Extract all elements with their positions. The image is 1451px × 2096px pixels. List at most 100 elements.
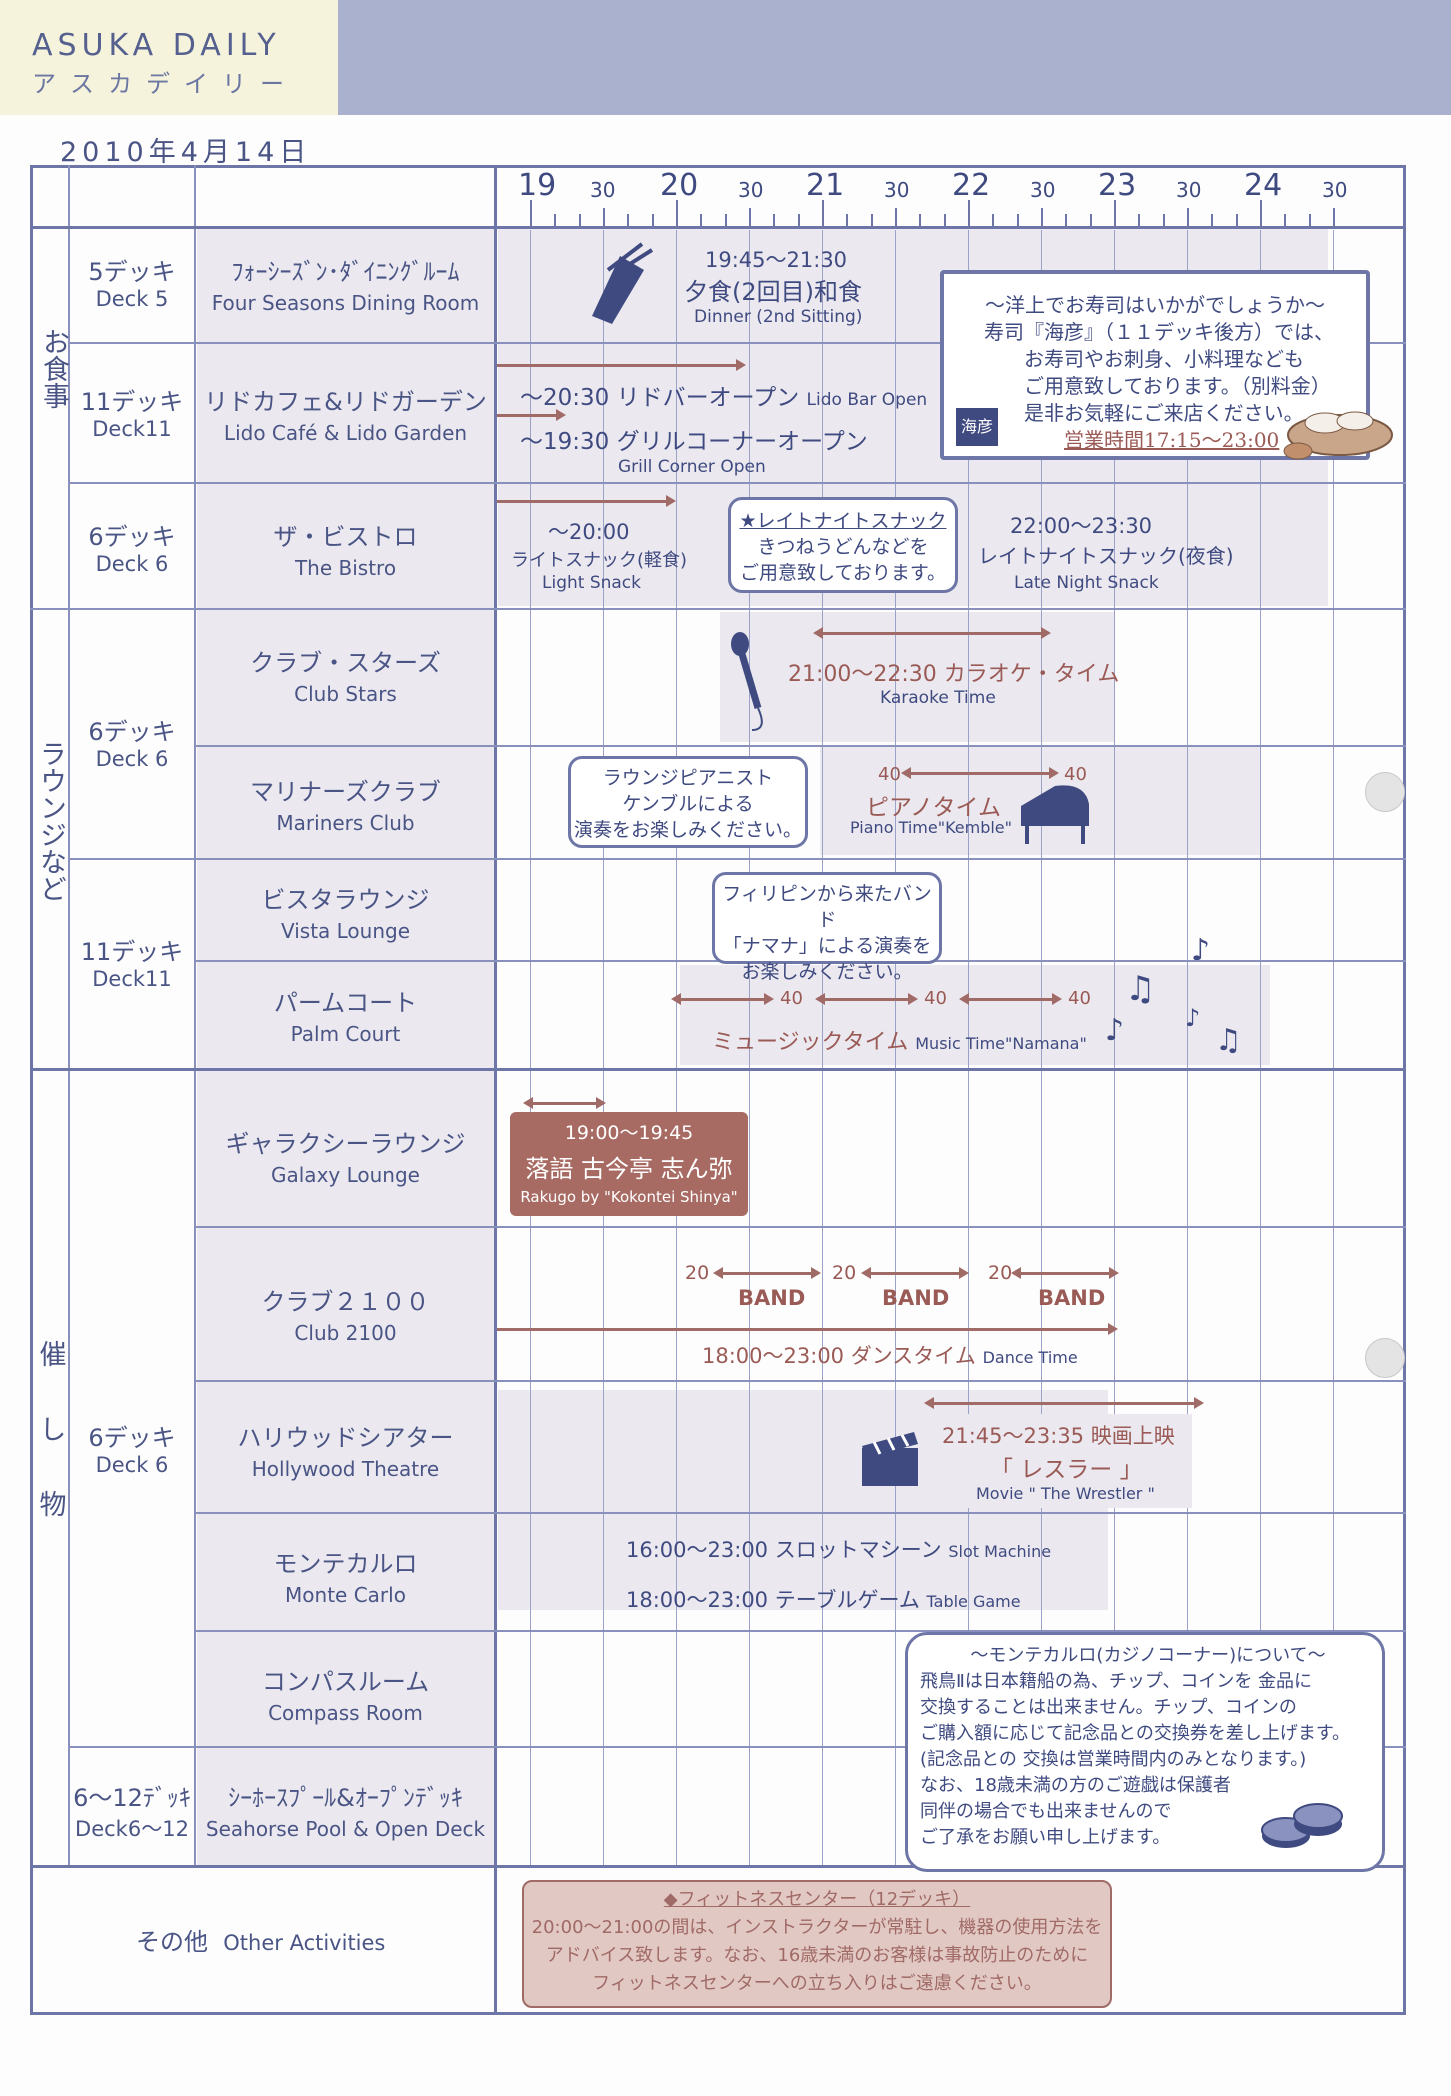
time-tick [530, 200, 532, 226]
band-label: BAND [882, 1286, 950, 1310]
time-tick [1138, 214, 1141, 226]
time-tick [1187, 208, 1189, 226]
col-line [194, 165, 196, 1865]
venue-label-ja: コンパスルーム [261, 1668, 430, 1696]
venue-column-shade [197, 226, 494, 1865]
venue-label-en: Mariners Club [276, 811, 415, 835]
col-line [68, 165, 70, 1865]
venue-label-en: Galaxy Lounge [271, 1163, 420, 1187]
time-tick [1065, 214, 1068, 226]
half-hour-label: 30 [1176, 178, 1202, 202]
hour-label: 21 [806, 168, 845, 203]
music-notes-icon: ♪ ♫ ♪ ♫ ♪ [1105, 933, 1242, 1058]
deck-label-ja: 6デッキ [88, 718, 176, 746]
row-line [30, 608, 1406, 610]
category-dining-label: お食事 [38, 328, 69, 409]
col-line [494, 165, 497, 2015]
piano-start-40: 40 [878, 764, 901, 785]
hour-label: 19 [518, 168, 557, 203]
brand-panel [0, 0, 338, 115]
callout-line: 演奏をお楽しみください。 [573, 819, 802, 841]
row-line [194, 745, 1406, 747]
header-strip [338, 0, 1451, 115]
grid-line [1187, 230, 1188, 1865]
venue-label-en: Club Stars [294, 682, 397, 706]
binder-hole [1365, 1338, 1405, 1378]
brand-title-en: ASUKA DAILY [32, 28, 281, 63]
time-tick [992, 214, 995, 226]
movie-time: 21:45～23:35 映画上映 [942, 1424, 1175, 1448]
movie-title: 「 レスラー 」 [990, 1457, 1143, 1483]
microphone-icon [731, 632, 763, 731]
grid-line [530, 230, 531, 1865]
sushi-line: ～洋上でお寿司はいかがでしょうか～ [985, 293, 1325, 317]
deck-label-ja: 11デッキ [80, 938, 184, 966]
karaoke-title: 21:00～22:30 カラオケ・タイム [788, 662, 1120, 687]
callout-line: ★レイトナイトスナック [739, 510, 947, 532]
venue-label-en: Compass Room [268, 1701, 423, 1725]
other-label-ja: その他 [136, 1928, 208, 1956]
time-tick [700, 214, 703, 226]
sushi-info-box: ～洋上でお寿司はいかがでしょうか～ 寿司『海彦』（１１デッキ後方）では、 お寿司… [940, 270, 1370, 460]
music-title: ミュージックタイム [712, 1030, 909, 1055]
grid-line [749, 230, 750, 1865]
karaoke-subtitle: Karaoke Time [880, 688, 996, 708]
hour-label: 23 [1098, 168, 1137, 203]
sushi-hours: 営業時間17:15～23:00 [1064, 428, 1280, 452]
venue-label-ja: パームコート [273, 989, 418, 1017]
fitness-title: ◆フィットネスセンター（12デッキ） [663, 1889, 971, 1910]
svg-text:♫: ♫ [1125, 969, 1155, 1009]
time-tick [1235, 214, 1238, 226]
time-tick [676, 200, 678, 226]
chopsticks-icon [592, 242, 654, 324]
band-label: BAND [1038, 1286, 1106, 1310]
casino-line: (記念品との 交換は営業時間内のみとなります。) [920, 1749, 1307, 1770]
slot-title: 16:00～23:00 スロットマシーン [626, 1538, 942, 1562]
venue-label-en: Club 2100 [294, 1321, 397, 1345]
casino-line: ご購入額に応じて記念品との交換券を差し上げます。 [920, 1723, 1351, 1744]
venue-label-en: Four Seasons Dining Room [211, 291, 480, 315]
time-tick [822, 200, 824, 226]
grid-line [1041, 230, 1042, 1865]
dance-title: 18:00～23:00 ダンスタイム [702, 1344, 976, 1368]
clapperboard-icon [862, 1432, 918, 1486]
time-tick [773, 214, 776, 226]
movie-subtitle: Movie " The Wrestler " [976, 1484, 1155, 1503]
band-interval: 20 [685, 1262, 710, 1284]
rakugo-title: 落語 古今亭 志ん弥 [525, 1155, 733, 1183]
hour-label: 24 [1244, 168, 1283, 203]
hour-label: 22 [952, 168, 991, 203]
binder-hole [1365, 772, 1405, 812]
time-tick [603, 208, 605, 226]
venue-label-ja: クラブ・スターズ [250, 649, 441, 677]
band-arrow [713, 1267, 821, 1279]
time-tick [1162, 214, 1165, 226]
slot-subtitle: Slot Machine [948, 1542, 1052, 1561]
sushi-line: お寿司やお刺身、小料理なども [1024, 347, 1304, 371]
deck-label-ja: 11デッキ [80, 388, 184, 416]
grill-label: ～19:30 グリルコーナーオープン [520, 429, 868, 455]
venue-label-en: Hollywood Theatre [251, 1457, 440, 1481]
time-tick [919, 214, 922, 226]
rakugo-time: 19:00～19:45 [564, 1122, 694, 1144]
band-arrow [1011, 1267, 1119, 1279]
time-tick [797, 214, 800, 226]
category-events: 催し物 [30, 1340, 70, 1572]
other-activities-label: その他 Other Activities [136, 1922, 385, 1957]
late-snack-title: レイトナイトスナック(夜食) [978, 544, 1234, 568]
callout-line: お楽しみください。 [741, 961, 913, 983]
row-line [30, 1068, 1406, 1071]
casino-line: 飛鳥Ⅱは日本籍船の為、チップ、コインを 金品に [920, 1671, 1313, 1692]
time-tick [1114, 200, 1116, 226]
venue-label-en: Seahorse Pool & Open Deck [205, 1817, 486, 1841]
grill-arrow [497, 409, 566, 421]
casino-line: 交換することは出来ません。チップ、コインの [920, 1697, 1297, 1718]
callout-line: 「ナマナ」による演奏を [722, 935, 932, 957]
